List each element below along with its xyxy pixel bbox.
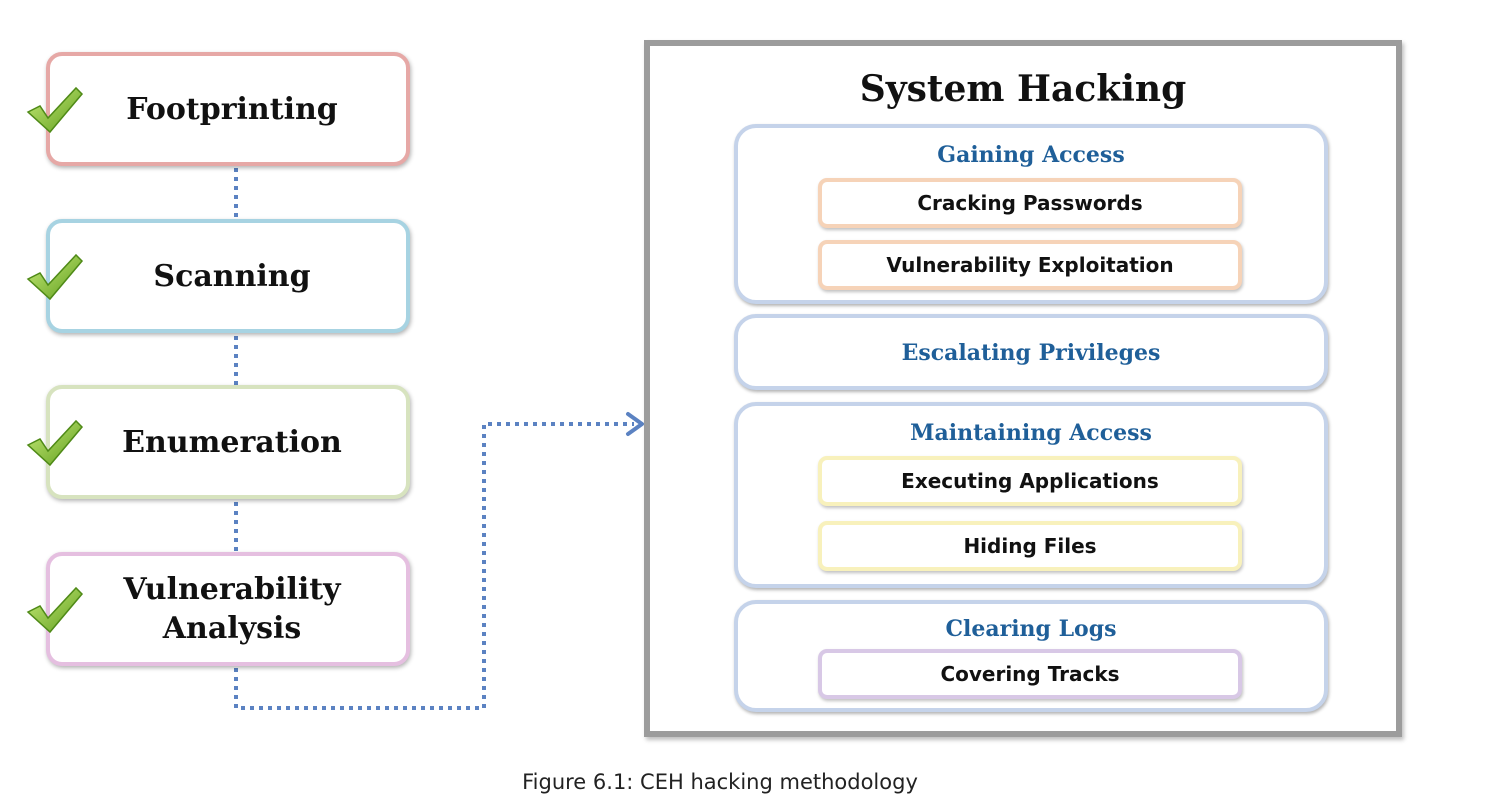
- checkmark-icon: [26, 586, 84, 634]
- phase-label: Enumeration: [122, 424, 342, 460]
- phase-box-enumeration: Enumeration: [46, 385, 410, 499]
- system-hacking-title: System Hacking: [859, 68, 1187, 110]
- phase-box-vulnerability-analysis: Vulnerability Analysis: [46, 552, 410, 666]
- checkmark-icon: [26, 253, 84, 301]
- step-vulnerability-exploitation: Vulnerability Exploitation: [818, 240, 1242, 290]
- phase-label: Scanning: [153, 258, 311, 294]
- step-hiding-files: Hiding Files: [818, 521, 1242, 571]
- stage-title: Gaining Access: [937, 142, 1125, 168]
- stage-title: Escalating Privileges: [901, 340, 1161, 366]
- step-covering-tracks: Covering Tracks: [818, 649, 1242, 699]
- chevron-arrow-icon: [626, 412, 644, 436]
- phase-label: Vulnerability Analysis: [123, 572, 341, 646]
- phase-box-footprinting: Footprinting: [46, 52, 410, 166]
- checkmark-icon: [26, 419, 84, 467]
- stage-title: Maintaining Access: [910, 420, 1152, 446]
- phase-label: Footprinting: [126, 91, 338, 127]
- phase-box-scanning: Scanning: [46, 219, 410, 333]
- stage-title: Clearing Logs: [945, 616, 1117, 642]
- stage-escalating-privileges: Escalating Privileges: [734, 314, 1328, 390]
- figure-caption: Figure 6.1: CEH hacking methodology: [522, 770, 918, 794]
- step-executing-applications: Executing Applications: [818, 456, 1242, 506]
- step-cracking-passwords: Cracking Passwords: [818, 178, 1242, 228]
- checkmark-icon: [26, 86, 84, 134]
